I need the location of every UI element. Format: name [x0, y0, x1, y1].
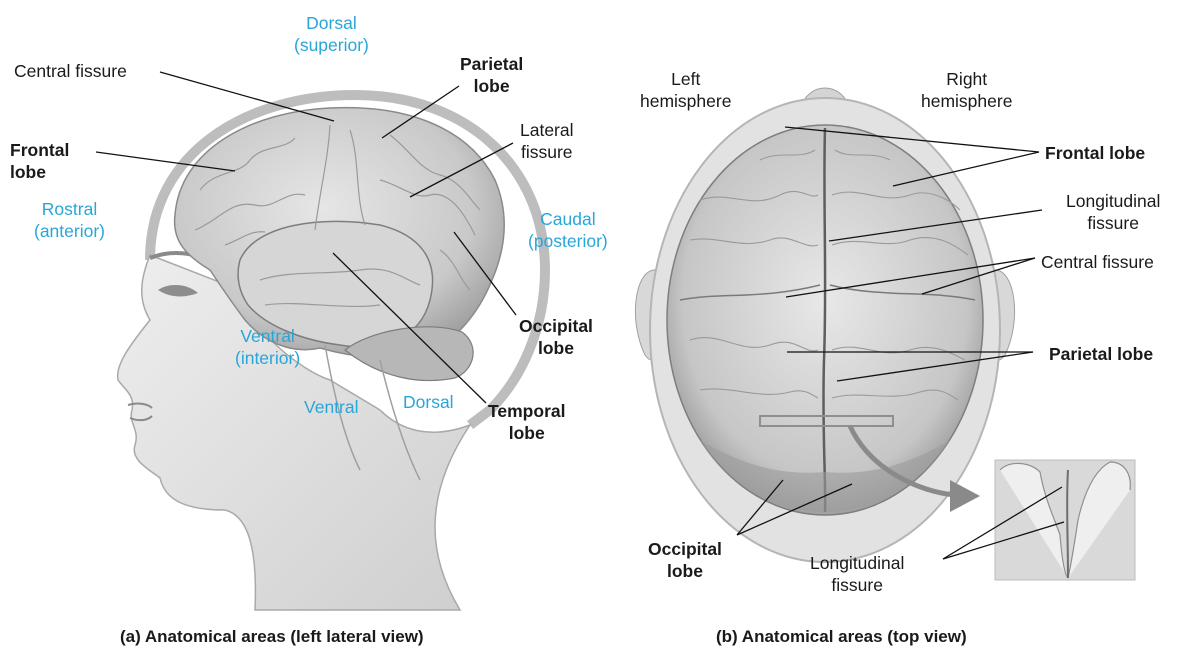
label-temporal-lobe-a: Temporal lobe — [488, 400, 565, 444]
label-longitudinal-fissure-inset: Longitudinal fissure — [810, 552, 904, 596]
label-temporal-lobe-a-line1: Temporal — [488, 400, 565, 422]
label-occipital-lobe-a-line2: lobe — [519, 337, 593, 359]
label-left-hemisphere-line1: Left — [640, 68, 731, 90]
label-frontal-lobe-a-line1: Frontal — [10, 139, 69, 161]
label-temporal-lobe-a-line2: lobe — [488, 422, 565, 444]
lateral-head-illustration — [118, 95, 545, 610]
label-lateral-fissure-line1: Lateral — [520, 119, 574, 141]
label-ventral-interior: Ventral (interior) — [235, 325, 300, 369]
label-right-hemisphere-line2: hemisphere — [921, 90, 1012, 112]
inset-arrowhead — [950, 480, 980, 512]
label-parietal-lobe-a-line2: lobe — [460, 75, 523, 97]
label-rostral-anterior-line1: Rostral — [34, 198, 105, 220]
label-dorsal-superior: Dorsal (superior) — [294, 12, 369, 56]
label-longitudinal-fissure-b-line2: fissure — [1066, 212, 1160, 234]
label-ventral: Ventral — [304, 396, 358, 418]
label-rostral-anterior: Rostral (anterior) — [34, 198, 105, 242]
label-ventral-interior-line1: Ventral — [235, 325, 300, 347]
label-dorsal-superior-line2: (superior) — [294, 34, 369, 56]
label-occipital-lobe-a-line1: Occipital — [519, 315, 593, 337]
label-caudal-posterior-line2: (posterior) — [528, 230, 608, 252]
caption-panel-a: (a) Anatomical areas (left lateral view) — [120, 627, 424, 647]
label-longitudinal-fissure-inset-line2: fissure — [810, 574, 904, 596]
label-lateral-fissure-line2: fissure — [520, 141, 574, 163]
label-parietal-lobe-a: Parietal lobe — [460, 53, 523, 97]
label-longitudinal-fissure-inset-line1: Longitudinal — [810, 552, 904, 574]
label-central-fissure-b: Central fissure — [1041, 251, 1154, 273]
label-caudal-posterior-line1: Caudal — [528, 208, 608, 230]
label-dorsal: Dorsal — [403, 391, 454, 413]
label-left-hemisphere: Left hemisphere — [640, 68, 731, 112]
label-ventral-interior-line2: (interior) — [235, 347, 300, 369]
top-longitudinal-fissure — [823, 128, 825, 512]
label-right-hemisphere-line1: Right — [921, 68, 1012, 90]
label-longitudinal-fissure-b: Longitudinal fissure — [1066, 190, 1160, 234]
label-lateral-fissure: Lateral fissure — [520, 119, 574, 163]
label-occipital-lobe-b: Occipital lobe — [648, 538, 722, 582]
caption-panel-b: (b) Anatomical areas (top view) — [716, 627, 967, 647]
label-central-fissure-a: Central fissure — [14, 60, 127, 82]
label-rostral-anterior-line2: (anterior) — [34, 220, 105, 242]
label-frontal-lobe-b: Frontal lobe — [1045, 142, 1145, 164]
inset-fissure — [1067, 470, 1068, 578]
label-parietal-lobe-a-line1: Parietal — [460, 53, 523, 75]
label-dorsal-superior-line1: Dorsal — [294, 12, 369, 34]
label-frontal-lobe-a: Frontal lobe — [10, 139, 69, 183]
label-caudal-posterior: Caudal (posterior) — [528, 208, 608, 252]
label-frontal-lobe-a-line2: lobe — [10, 161, 69, 183]
label-right-hemisphere: Right hemisphere — [921, 68, 1012, 112]
label-longitudinal-fissure-b-line1: Longitudinal — [1066, 190, 1160, 212]
label-occipital-lobe-b-line1: Occipital — [648, 538, 722, 560]
label-occipital-lobe-a: Occipital lobe — [519, 315, 593, 359]
label-left-hemisphere-line2: hemisphere — [640, 90, 731, 112]
label-occipital-lobe-b-line2: lobe — [648, 560, 722, 582]
label-parietal-lobe-b: Parietal lobe — [1049, 343, 1153, 365]
